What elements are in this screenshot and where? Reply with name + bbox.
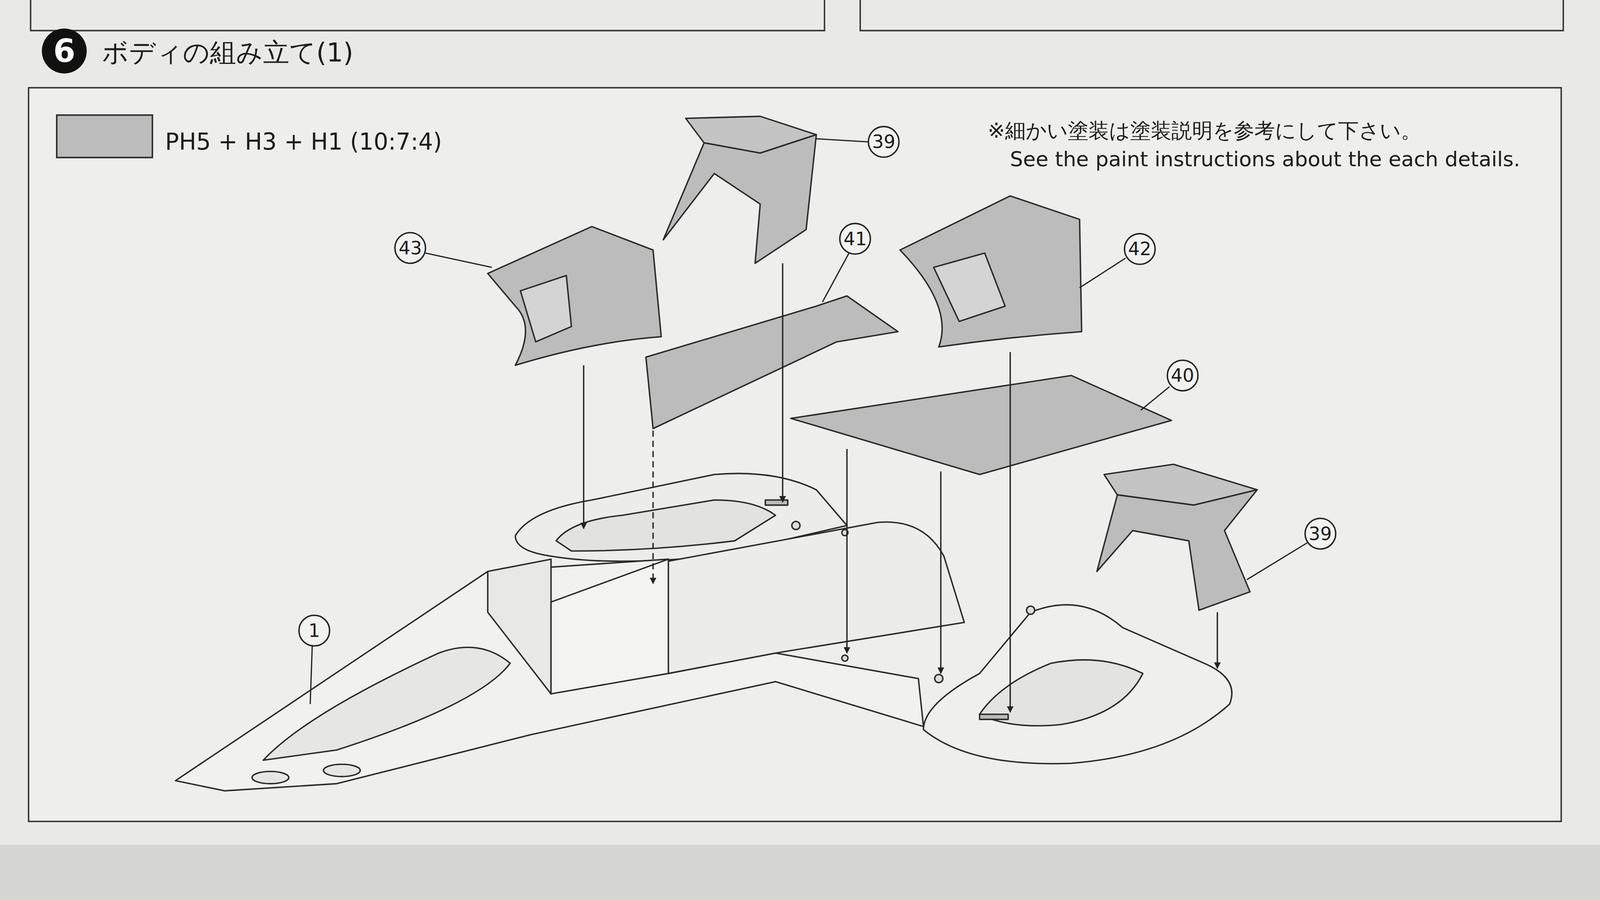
callout-number: 39 [872, 132, 896, 151]
callout-number: 1 [308, 621, 320, 640]
paint-mix: PH5 + H3 + H1 (10:7:4) [165, 128, 443, 156]
callout-number: 40 [1171, 366, 1195, 385]
step-number: 6 [53, 35, 76, 68]
paint-note: ※細かい塗装は塗装説明を参考にして下さい。 [987, 119, 1422, 143]
callout-number: 41 [843, 229, 868, 249]
callout-number: 42 [1128, 239, 1152, 258]
callout-number: 39 [1308, 524, 1333, 543]
paint-note: See the paint instructions about the eac… [1009, 147, 1521, 172]
color-swatch [55, 114, 154, 159]
callout-number: 43 [398, 238, 423, 258]
step-title: ボディの組み立て(1) [101, 37, 354, 68]
